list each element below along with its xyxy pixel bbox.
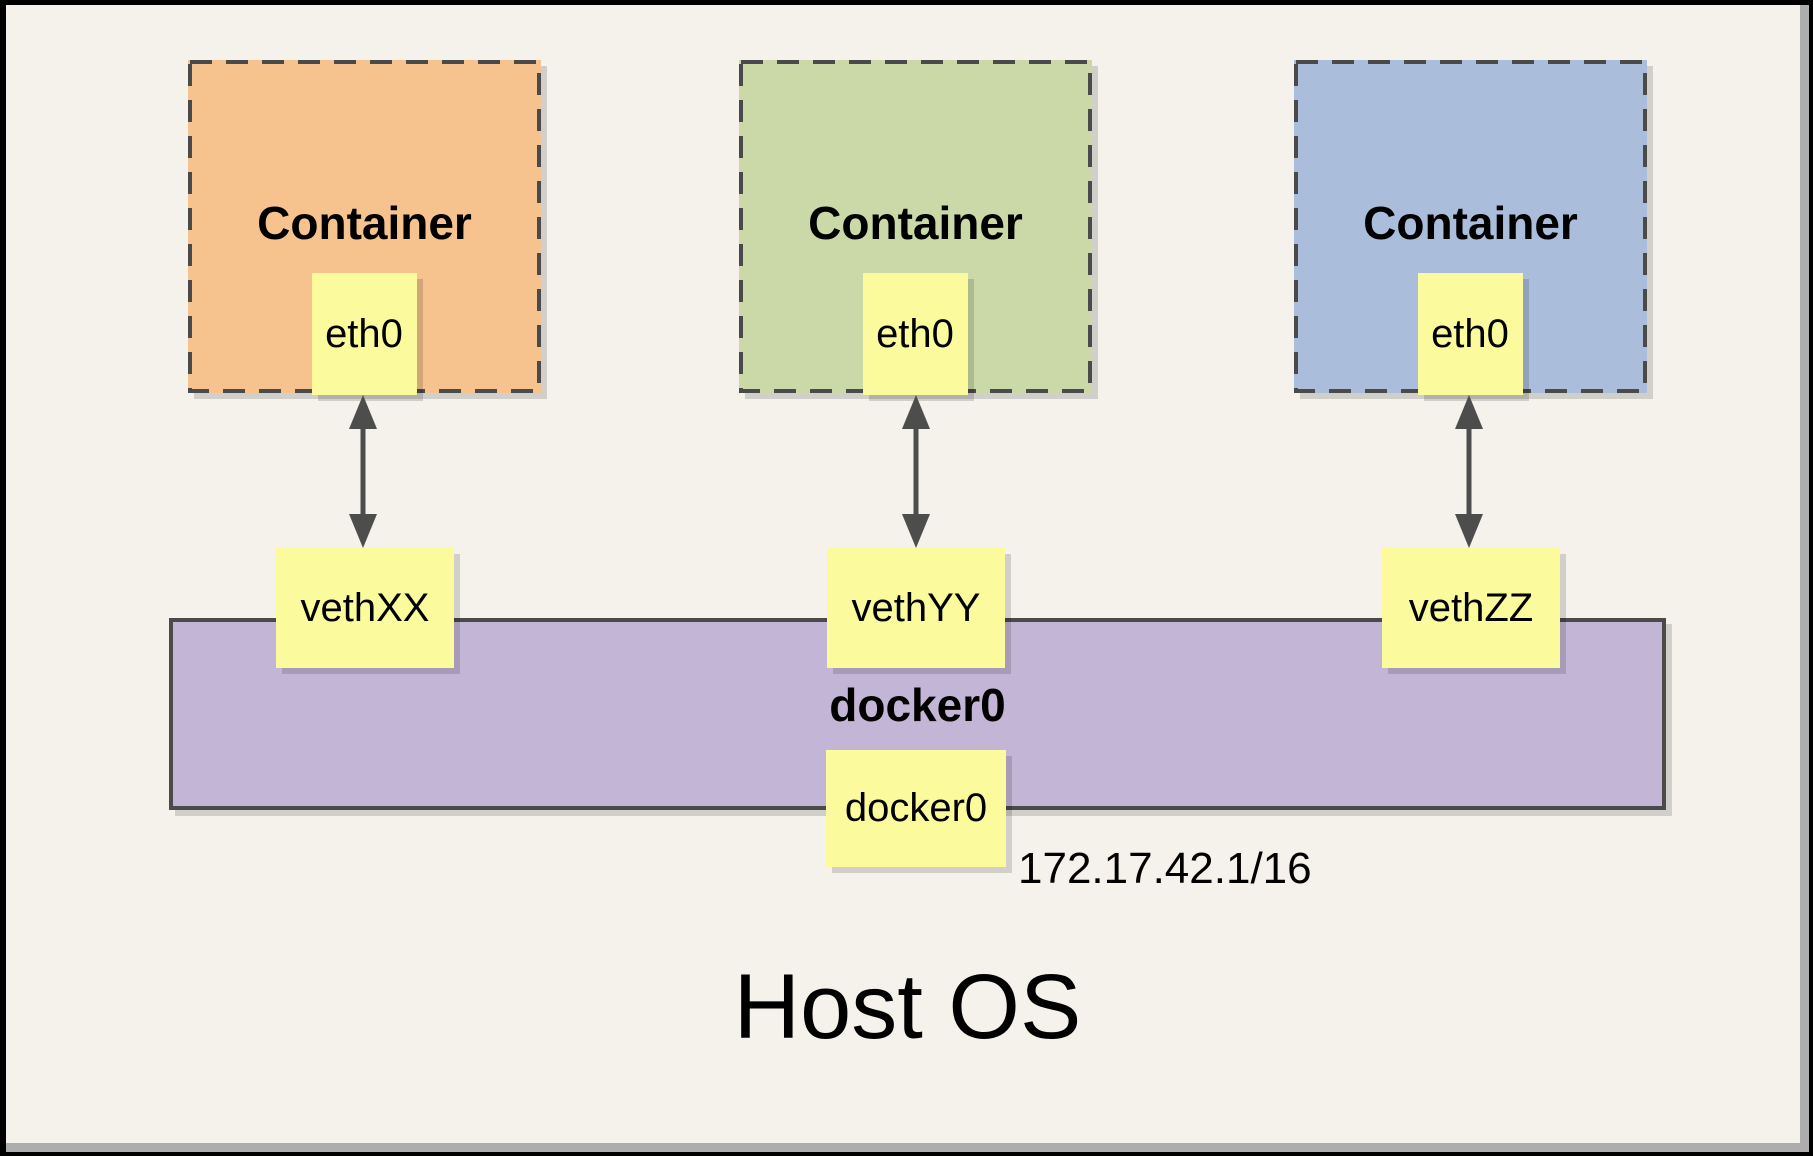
container-box-1: Container eth0 bbox=[188, 60, 541, 395]
docker0-bridge-label: docker0 bbox=[829, 679, 1006, 731]
container-label: Container bbox=[257, 197, 472, 249]
eth0-box-2: eth0 bbox=[862, 273, 968, 395]
vethXX-box: vethXX bbox=[276, 548, 454, 668]
bridge-ip-address: 172.17.42.1/16 bbox=[1018, 844, 1312, 893]
container-box-3: Container eth0 bbox=[1294, 60, 1647, 395]
vethYY-label: vethYY bbox=[851, 585, 981, 630]
vethZZ-box: vethZZ bbox=[1382, 548, 1560, 668]
vethZZ-label: vethZZ bbox=[1408, 585, 1534, 630]
container-label: Container bbox=[1363, 197, 1578, 249]
eth0-box-1: eth0 bbox=[311, 273, 417, 395]
container-label: Container bbox=[808, 197, 1023, 249]
vethYY-box: vethYY bbox=[827, 548, 1005, 668]
vethXX-label: vethXX bbox=[300, 585, 430, 630]
docker0-interface-label: docker0 bbox=[844, 786, 988, 830]
diagram-canvas: Container eth0 Container eth0 Container … bbox=[6, 5, 1809, 1152]
dashed-border bbox=[188, 60, 541, 393]
eth0-label: eth0 bbox=[876, 311, 954, 356]
dashed-border bbox=[1294, 60, 1647, 393]
eth0-label: eth0 bbox=[1431, 311, 1509, 356]
bidirectional-arrow-2 bbox=[902, 395, 930, 548]
eth0-label: eth0 bbox=[325, 311, 403, 356]
bidirectional-arrow-3 bbox=[1455, 395, 1483, 548]
eth0-box-3: eth0 bbox=[1417, 273, 1523, 395]
dashed-border bbox=[739, 60, 1092, 393]
host-os-label: Host OS bbox=[733, 956, 1082, 1058]
bidirectional-arrow-1 bbox=[349, 395, 377, 548]
docker0-interface-box: docker0 bbox=[826, 750, 1006, 867]
container-box-2: Container eth0 bbox=[739, 60, 1092, 395]
